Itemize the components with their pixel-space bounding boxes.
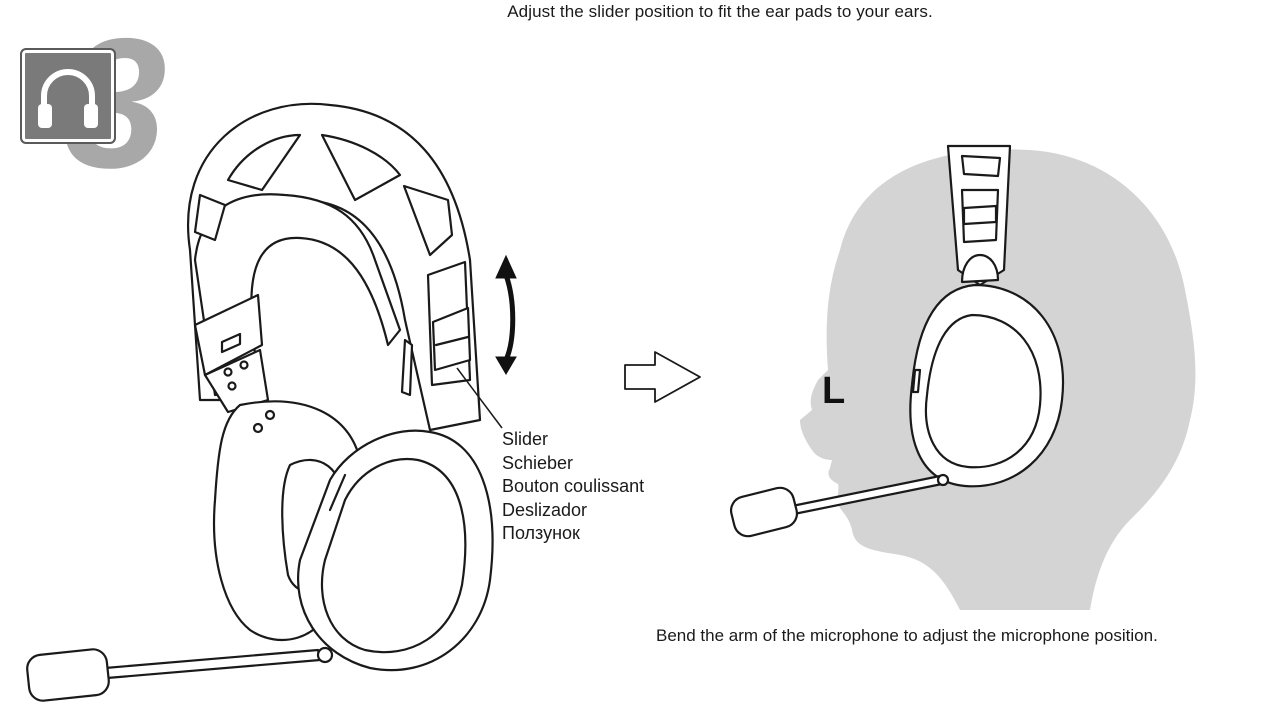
worn-headset-illustration	[729, 144, 1065, 538]
callout-line	[456, 367, 503, 429]
slider-label-en: Slider	[502, 429, 549, 449]
slider-label-de: Schieber	[502, 452, 574, 473]
slider-label-ru: Ползунок	[502, 523, 580, 543]
bottom-instruction: Bend the arm of the microphone to adjust…	[656, 626, 1158, 645]
top-instruction: Adjust the slider position to fit the ea…	[507, 2, 933, 21]
left-side-marker: L	[822, 370, 846, 412]
slider-callout: Slider Schieber Bouton coulissant Desliz…	[502, 428, 644, 546]
headphones-icon	[38, 69, 98, 128]
next-arrow-icon	[624, 351, 701, 403]
adjust-arrow-icon	[495, 254, 517, 375]
slider-label-fr: Bouton coulissant	[502, 476, 645, 496]
step-badge	[20, 48, 116, 144]
slider-label-es: Deslizador	[502, 499, 588, 520]
headset-illustration	[26, 102, 494, 702]
